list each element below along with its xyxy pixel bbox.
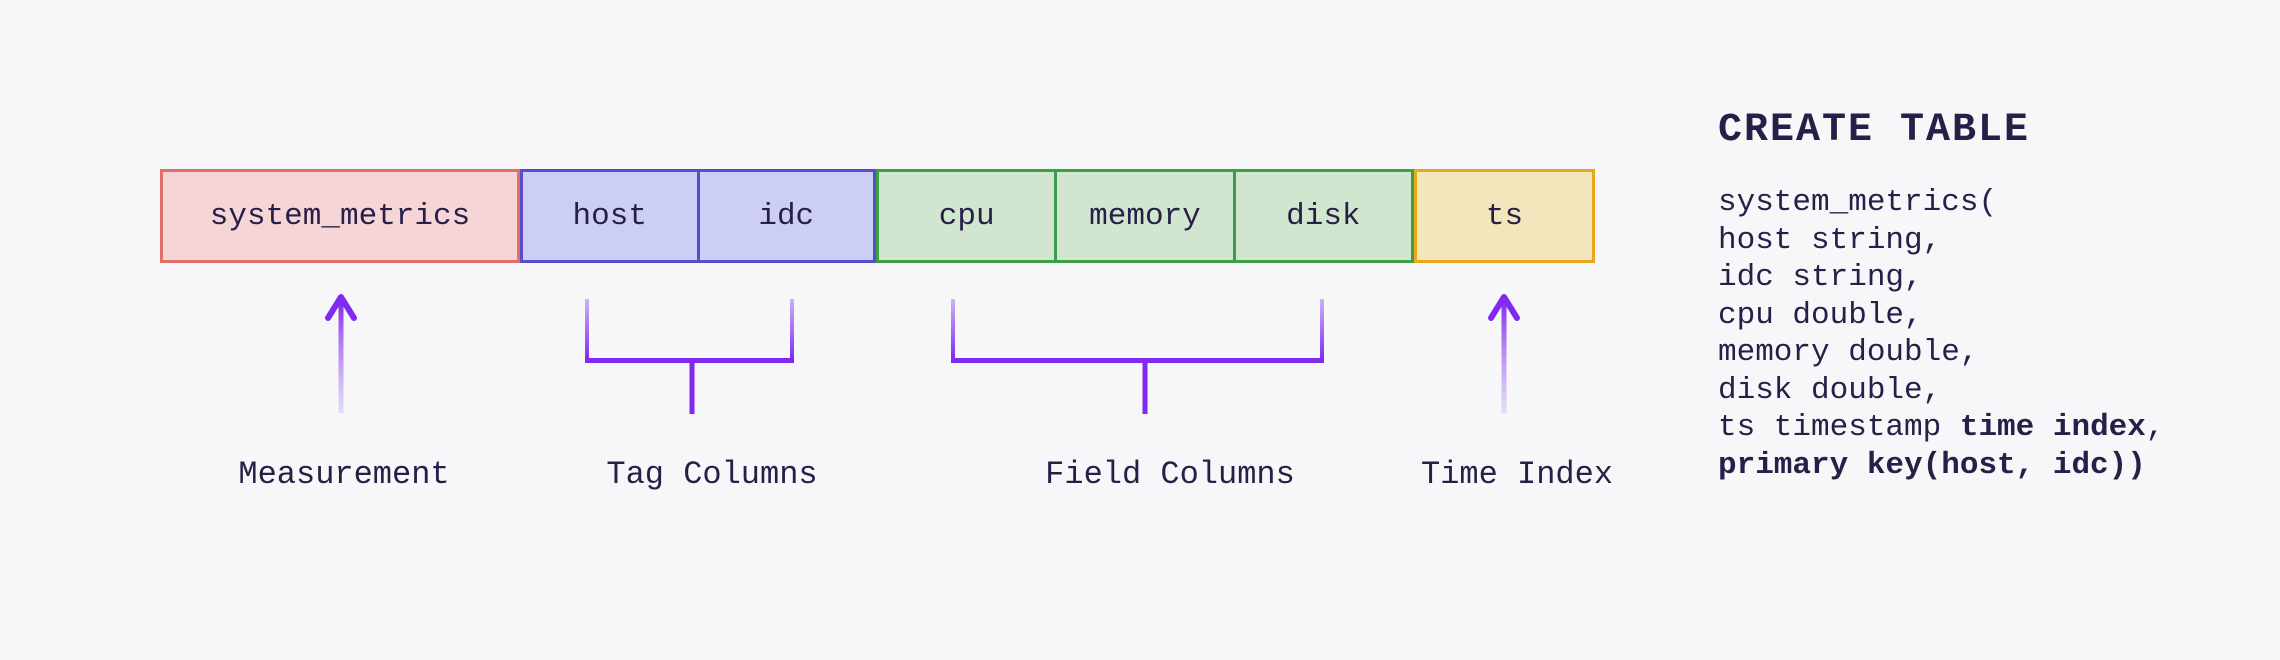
sql-line-1: host string, — [1718, 222, 2164, 260]
sql-line-4: memory double, — [1718, 334, 2164, 372]
column-cell-ts: ts — [1485, 198, 1524, 234]
column-group-tag-columns: host idc — [520, 169, 876, 263]
column-cell-host: host — [572, 198, 647, 234]
sql-line-2: idc string, — [1718, 259, 2164, 297]
bracket-annotation — [951, 299, 1324, 414]
sql-keyword: primary key(host, idc)) — [1718, 447, 2146, 483]
sql-text: ts timestamp — [1718, 410, 1960, 445]
sql-text: host string, — [1718, 222, 1942, 258]
bracket-annotation — [585, 299, 794, 414]
sql-text: system_metrics( — [1718, 185, 1998, 220]
sql-line-6: ts timestamp time index, — [1718, 409, 2164, 447]
arrow-up-icon — [1488, 294, 1520, 321]
sql-text: idc string, — [1718, 260, 1923, 295]
annotation-label-tag-columns: Tag Columns — [606, 456, 818, 493]
sql-text: cpu double, — [1718, 297, 1923, 333]
annotation-label-field-columns: Field Columns — [1045, 456, 1295, 493]
sql-line-3: cpu double, — [1718, 297, 2164, 335]
annotation-label-time-index: Time Index — [1420, 456, 1614, 493]
column-cell-system_metrics: system_metrics — [209, 198, 471, 234]
sql-line-0: system_metrics( — [1718, 184, 2164, 222]
column-group-measurement: system_metrics — [160, 169, 520, 263]
arrow-up-icon — [325, 294, 357, 321]
column-cell-cpu: cpu — [938, 198, 995, 234]
sql-line-5: disk double, — [1718, 372, 2164, 410]
column-cell-memory: memory — [1054, 172, 1232, 260]
sql-line-7: primary key(host, idc)) — [1718, 447, 2164, 485]
sql-text: , — [2145, 410, 2165, 445]
sql-text: memory double, — [1718, 335, 1979, 370]
column-cell-idc: idc — [696, 172, 874, 260]
column-group-time-index: ts — [1414, 169, 1595, 263]
arrow-annotation — [325, 294, 357, 413]
sql-heading: CREATE TABLE — [1718, 108, 2031, 153]
arrow-annotation — [1488, 294, 1520, 413]
sql-text: disk double, — [1718, 372, 1942, 408]
annotation-label-measurement: Measurement — [238, 456, 450, 493]
sql-code-block: system_metrics(host string,idc string,cp… — [1718, 184, 2164, 484]
column-cell-disk: disk — [1232, 172, 1411, 260]
sql-keyword: time index — [1959, 410, 2146, 445]
